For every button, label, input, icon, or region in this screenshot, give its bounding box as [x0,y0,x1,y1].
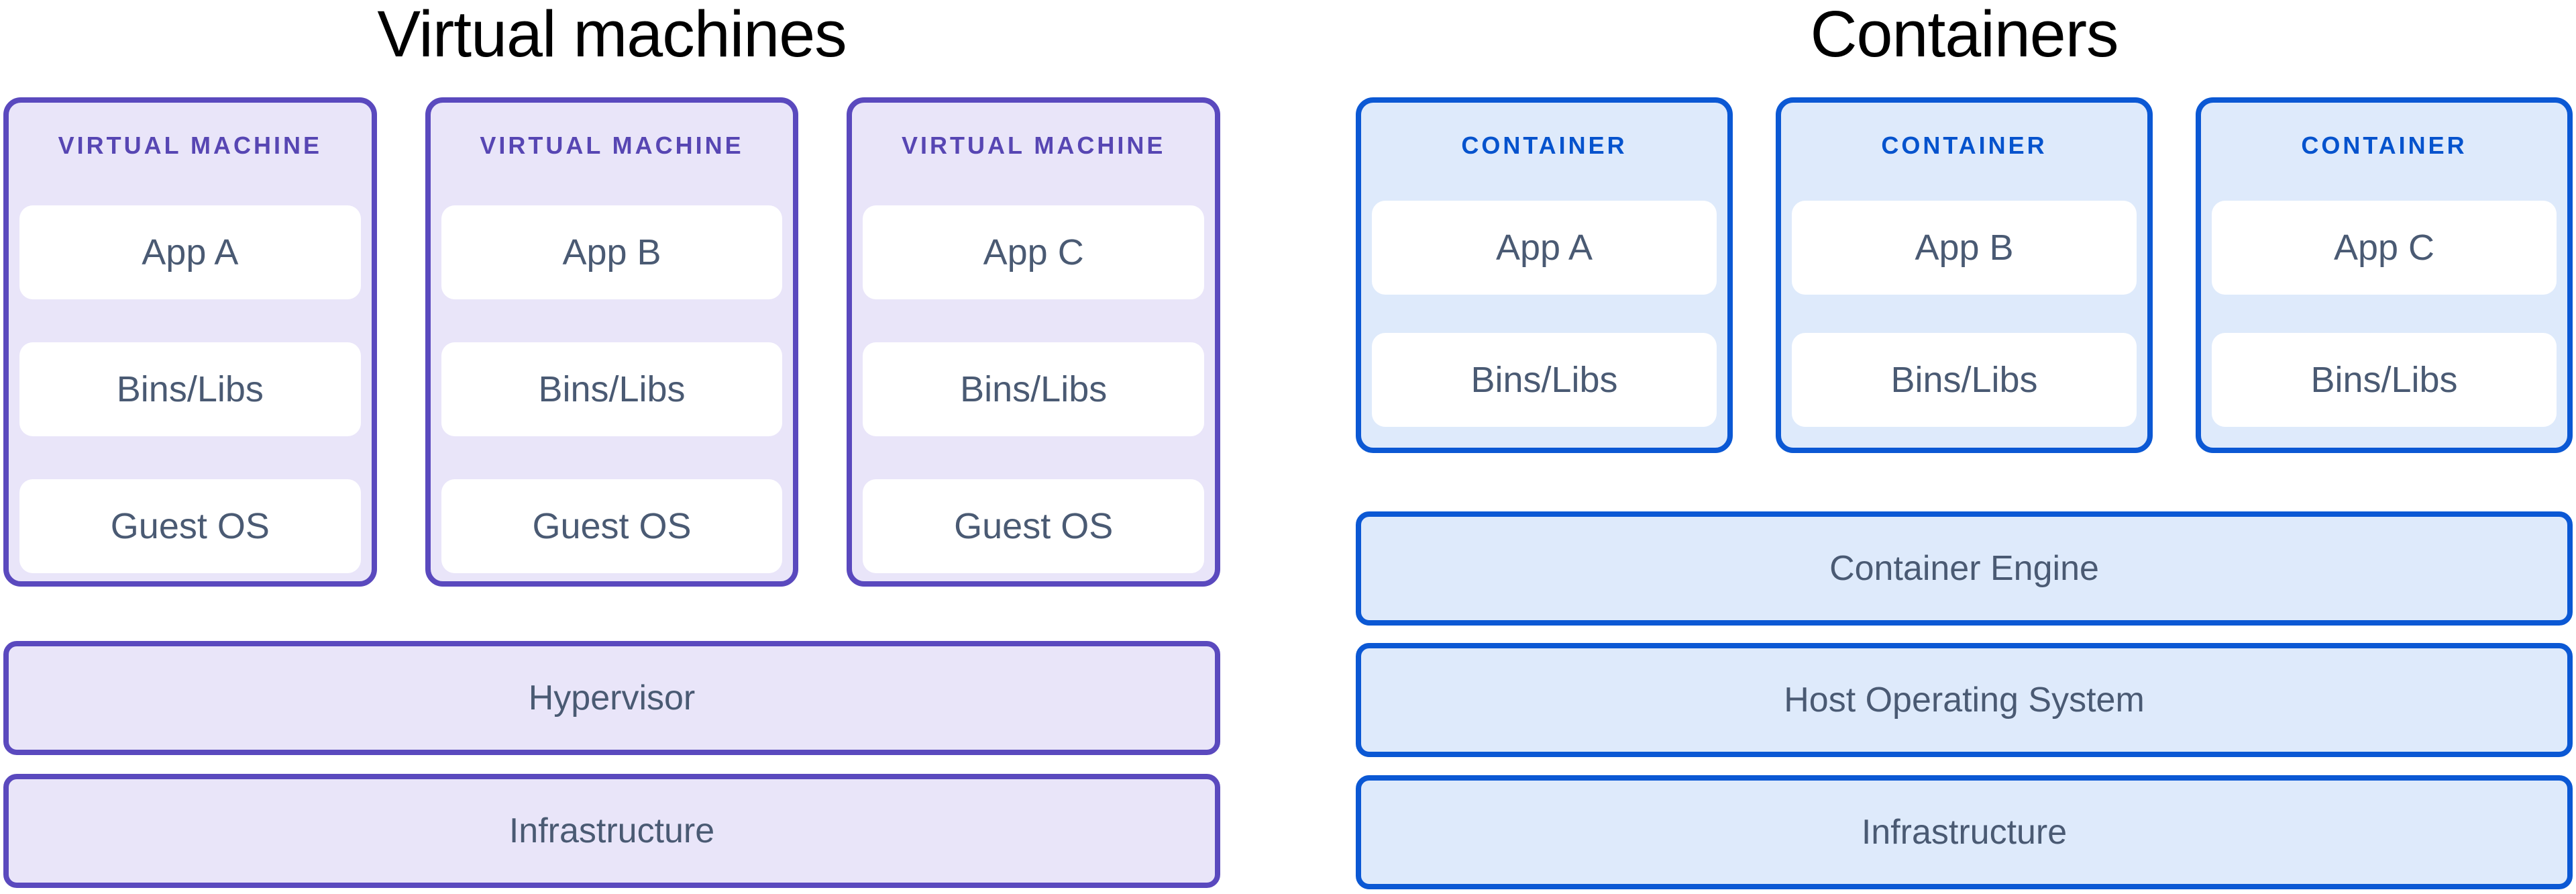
vm-1-app-layer: App A [19,205,361,299]
container-card-3: CONTAINER App C Bins/Libs [2196,97,2573,453]
vm-card-2-label: VIRTUAL MACHINE [480,132,744,159]
vm-3-app-layer: App C [863,205,1205,299]
vm-2-binslibs-layer: Bins/Libs [441,342,783,436]
container-cards-row: CONTAINER App A Bins/Libs CONTAINER App … [1356,97,2573,453]
vm-card-2: VIRTUAL MACHINE App B Bins/Libs Guest OS [425,97,799,587]
virtual-machines-title: Virtual machines [377,0,847,70]
container-1-app-layer: App A [1372,201,1717,295]
container-3-app-layer: App C [2212,201,2557,295]
vm-3-guestos-layer: Guest OS [863,479,1205,573]
virtual-machines-column: Virtual machines VIRTUAL MACHINE App A B… [3,0,1221,894]
vm-3-binslibs-layer: Bins/Libs [863,342,1205,436]
containers-title: Containers [1810,0,2118,70]
vm-cards-row: VIRTUAL MACHINE App A Bins/Libs Guest OS… [3,97,1221,587]
container-3-binslibs-layer: Bins/Libs [2212,333,2557,427]
container-2-app-layer: App B [1792,201,2137,295]
containers-column: Containers CONTAINER App A Bins/Libs CON… [1356,0,2573,894]
vm-card-3: VIRTUAL MACHINE App C Bins/Libs Guest OS [847,97,1221,587]
vm-infrastructure-bar: Infrastructure [3,774,1220,888]
container-card-1: CONTAINER App A Bins/Libs [1356,97,1733,453]
vm-card-1-label: VIRTUAL MACHINE [58,132,322,159]
container-2-binslibs-layer: Bins/Libs [1792,333,2137,427]
vm-1-binslibs-layer: Bins/Libs [19,342,361,436]
vm-card-3-label: VIRTUAL MACHINE [902,132,1166,159]
container-infrastructure-bar: Infrastructure [1356,775,2573,889]
hypervisor-bar: Hypervisor [3,641,1220,755]
container-card-2: CONTAINER App B Bins/Libs [1776,97,2153,453]
container-card-1-label: CONTAINER [1461,132,1627,159]
vm-2-app-layer: App B [441,205,783,299]
container-card-3-label: CONTAINER [2301,132,2467,159]
host-operating-system-bar: Host Operating System [1356,643,2573,757]
vm-2-guestos-layer: Guest OS [441,479,783,573]
container-engine-bar: Container Engine [1356,511,2573,626]
container-1-binslibs-layer: Bins/Libs [1372,333,1717,427]
vm-1-guestos-layer: Guest OS [19,479,361,573]
vm-card-1: VIRTUAL MACHINE App A Bins/Libs Guest OS [3,97,377,587]
container-card-2-label: CONTAINER [1881,132,2047,159]
